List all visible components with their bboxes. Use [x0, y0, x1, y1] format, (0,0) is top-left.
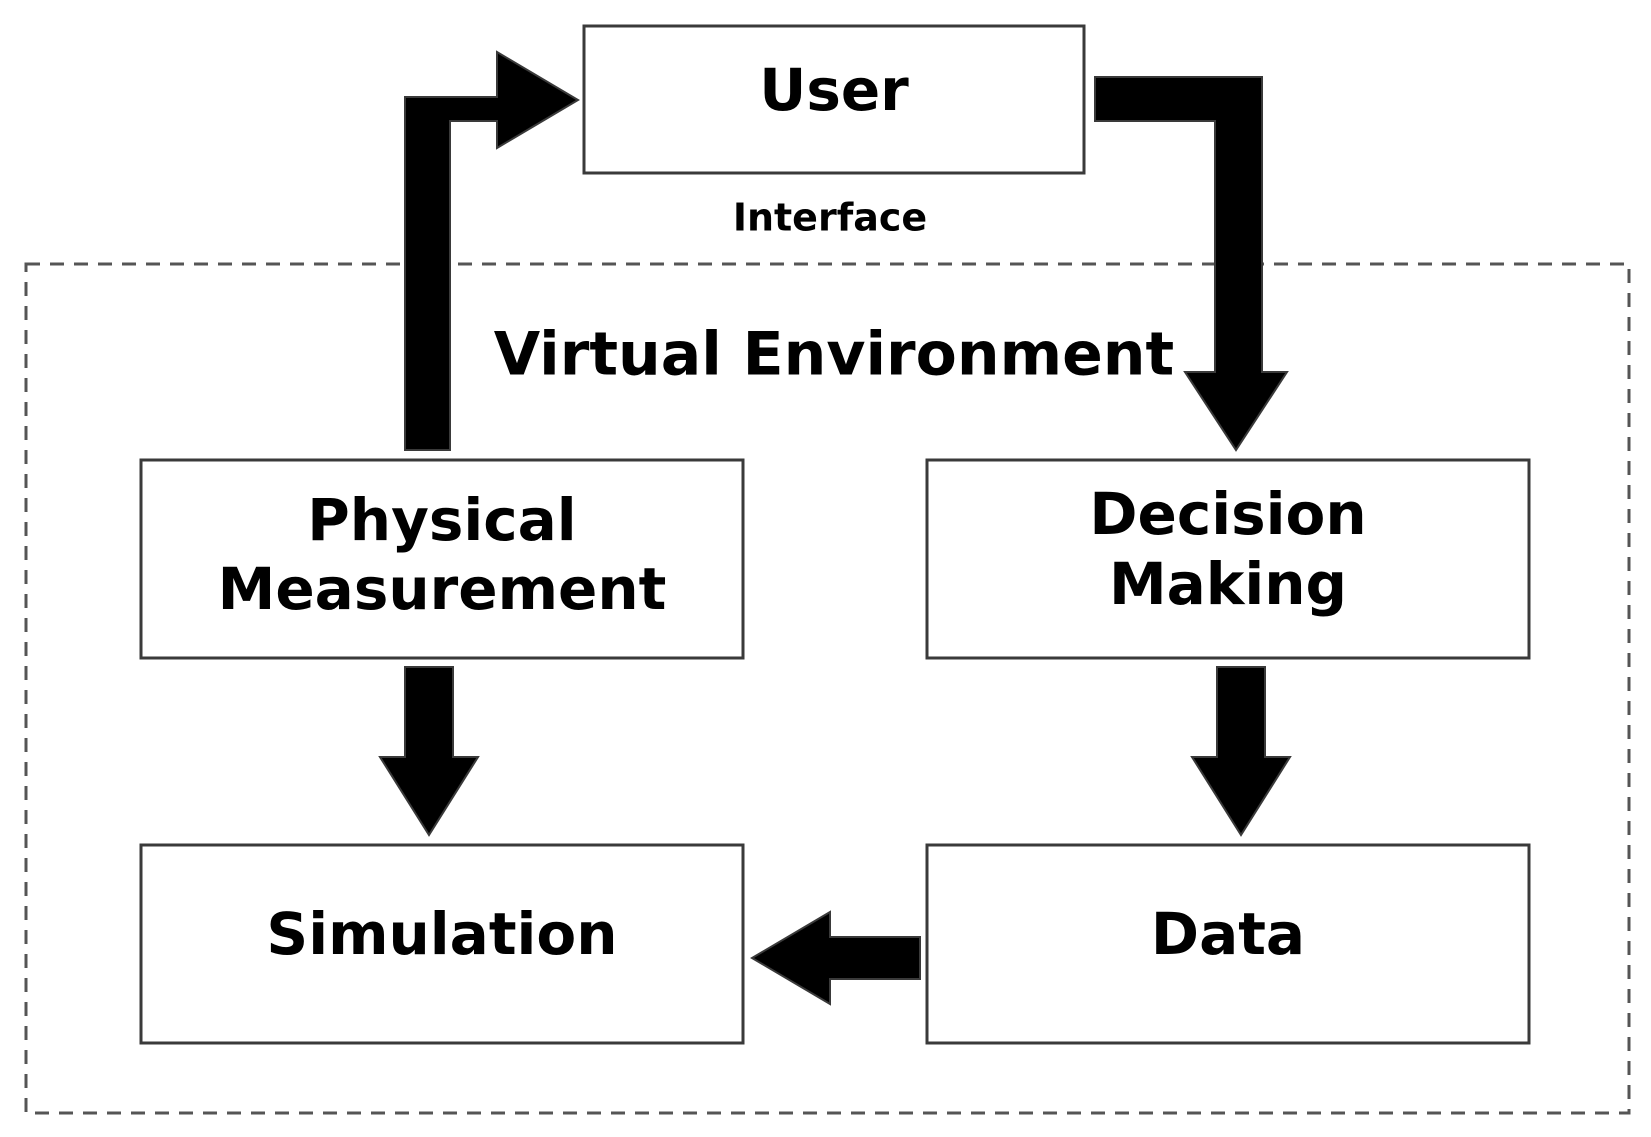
decision-making-line2: Making — [1109, 550, 1347, 618]
arrow-physical-to-user — [404, 50, 580, 451]
virtual-environment-label: Virtual Environment — [494, 320, 1174, 390]
user-label: User — [759, 56, 909, 124]
arrow-data-to-simulation — [750, 910, 921, 1006]
physical-measurement-line2: Measurement — [218, 555, 667, 623]
user-box — [582, 24, 1086, 175]
data-label: Data — [1151, 900, 1305, 968]
arrow-user-to-decision — [1094, 76, 1289, 452]
virtual-environment-region — [24, 262, 1631, 1115]
physical-measurement-box — [139, 458, 745, 660]
interface-label: Interface — [733, 196, 927, 240]
arrow-physical-to-simulation — [378, 666, 480, 837]
data-box — [925, 843, 1531, 1045]
simulation-box — [139, 843, 745, 1045]
decision-making-line1: Decision — [1089, 480, 1366, 548]
decision-making-box — [925, 458, 1531, 660]
simulation-label: Simulation — [266, 900, 617, 968]
arrow-decision-to-data — [1190, 666, 1292, 837]
physical-measurement-line1: Physical — [307, 486, 576, 554]
